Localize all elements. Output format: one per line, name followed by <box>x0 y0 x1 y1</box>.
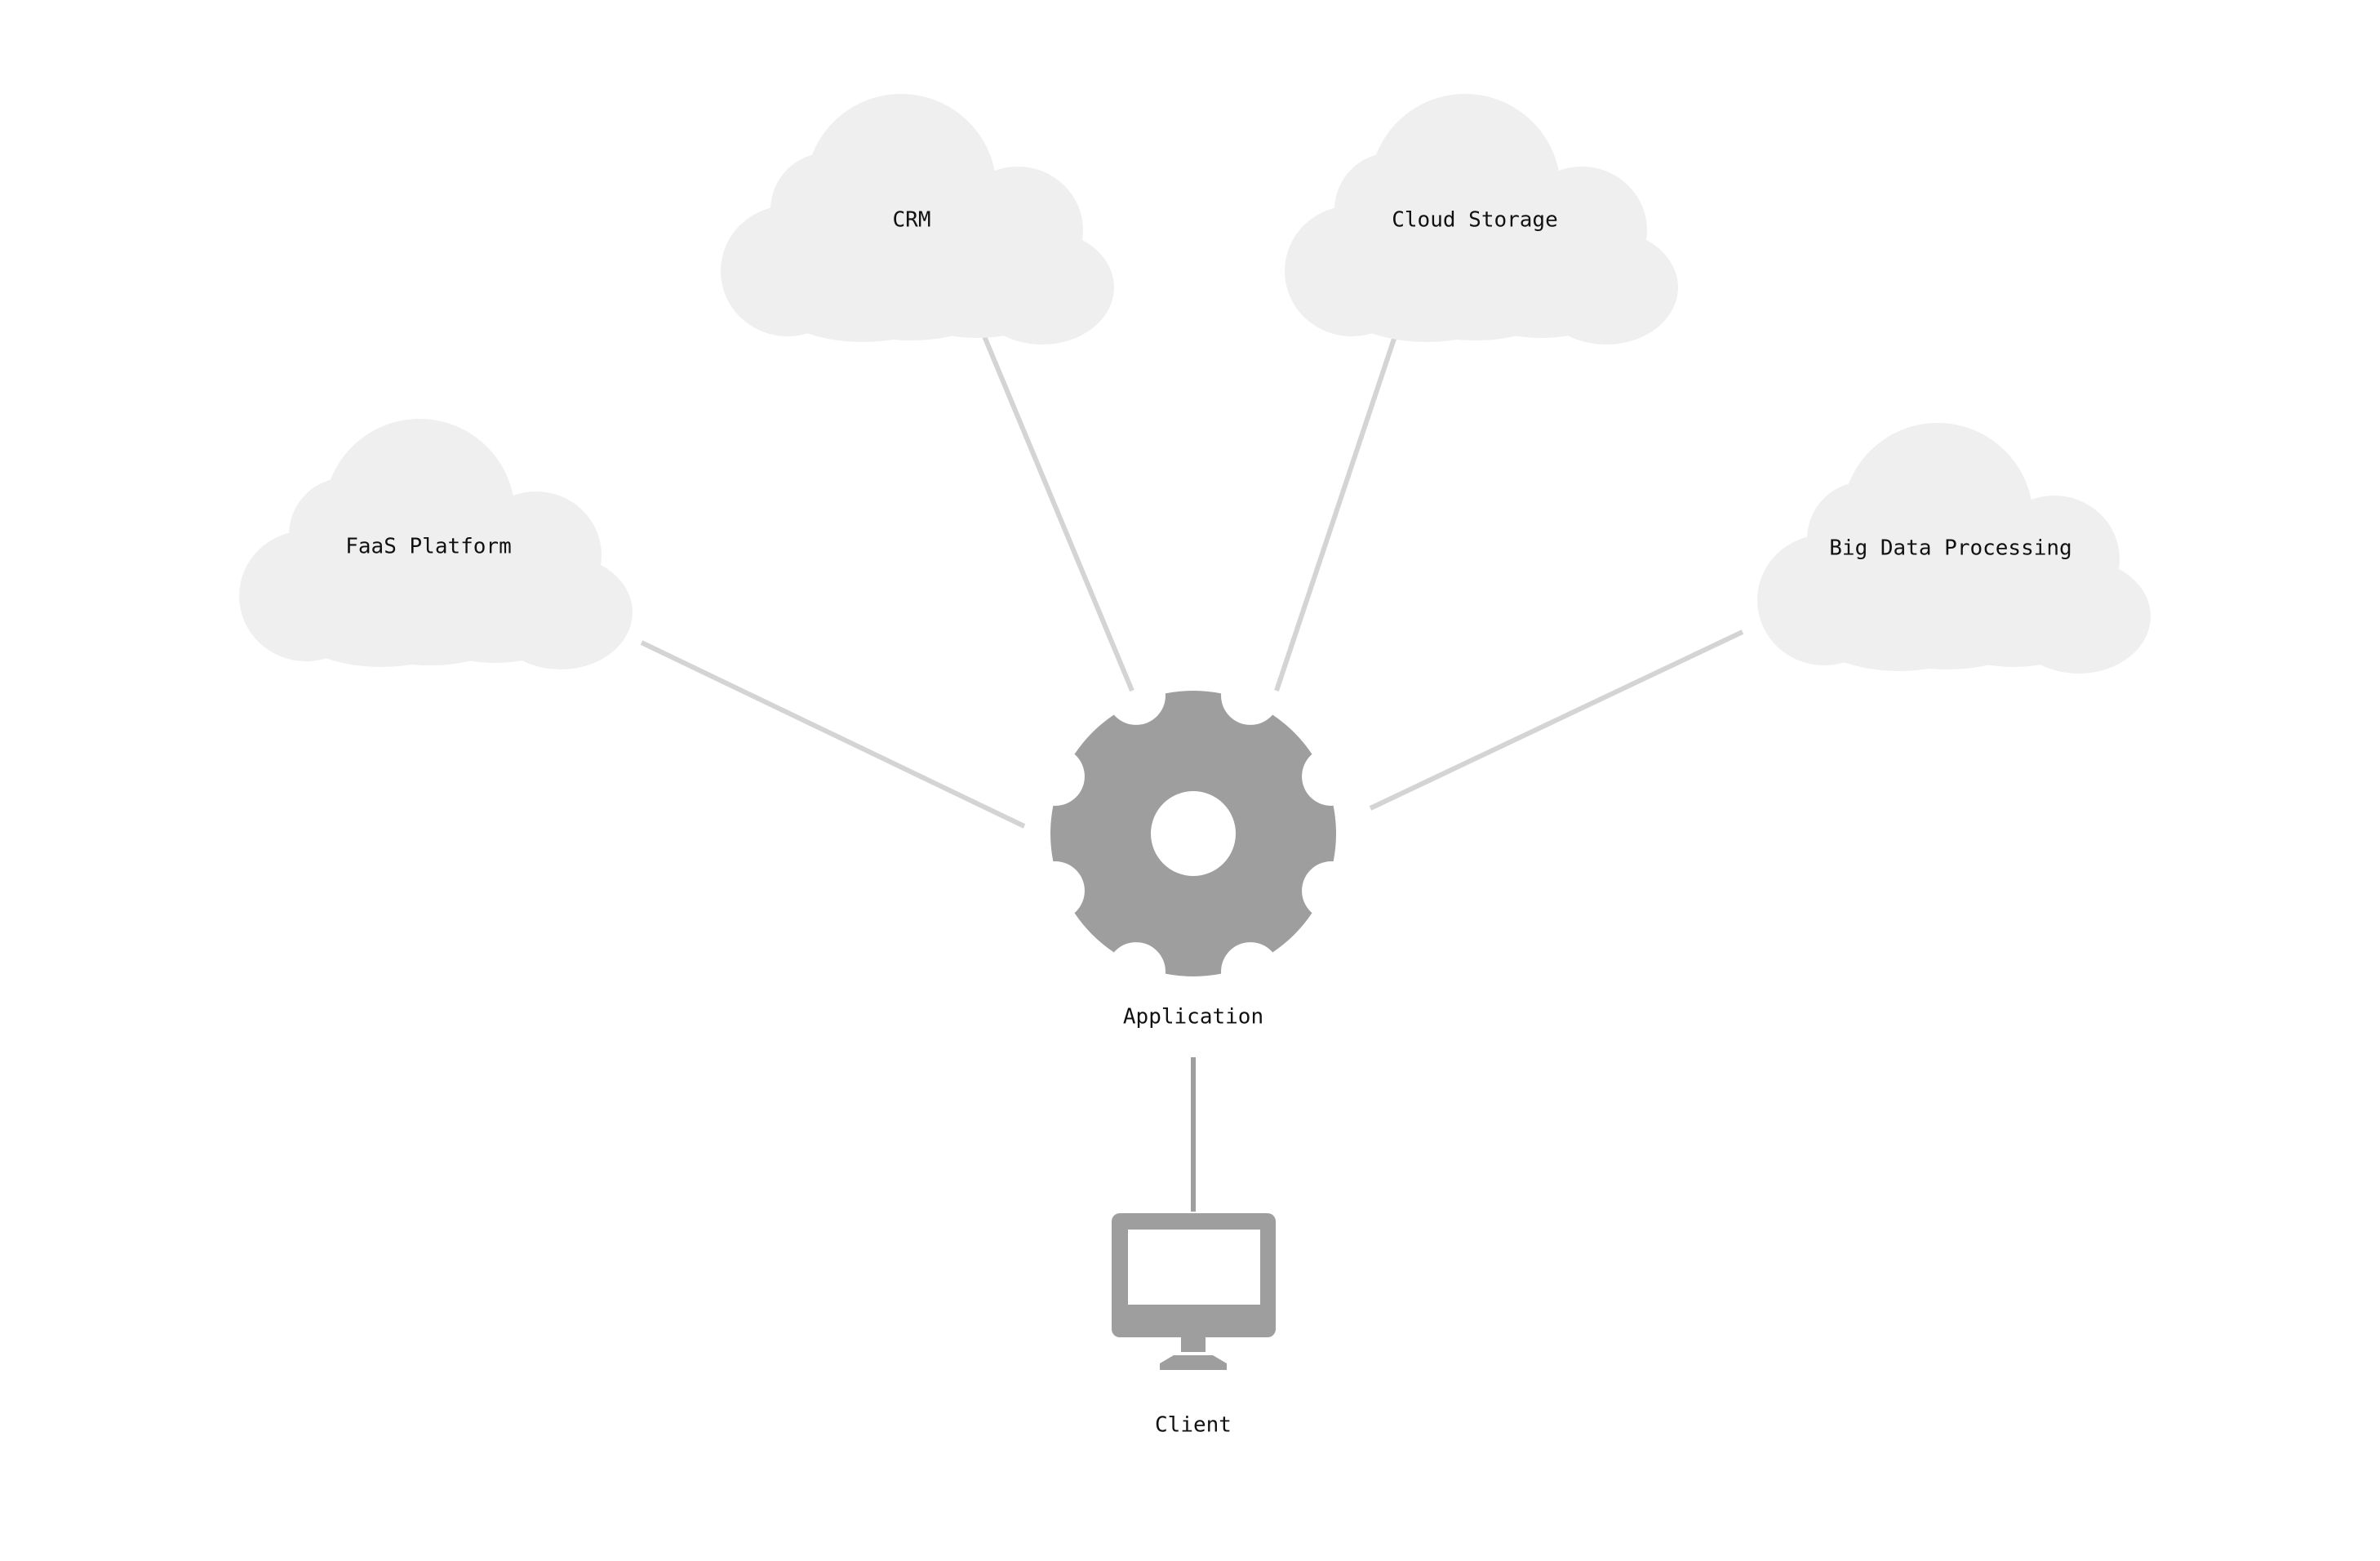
node-label: Cloud Storage <box>1392 208 1558 233</box>
monitor-icon <box>1112 1213 1276 1370</box>
node-cloud-storage[interactable]: Cloud Storage <box>1285 94 1678 345</box>
edge-storage-application <box>1274 316 1404 692</box>
gear-icon <box>1050 691 1336 976</box>
node-label: Client <box>1155 1413 1232 1438</box>
node-label: FaaS Platform <box>345 535 512 559</box>
node-client[interactable]: Client <box>1112 1213 1276 1438</box>
node-label: Big Data Processing <box>1829 536 2071 561</box>
edge-crm-application <box>978 325 1134 692</box>
node-application[interactable]: Application <box>1050 691 1336 1030</box>
node-label: Application <box>1123 1005 1263 1030</box>
node-label: CRM <box>893 208 931 233</box>
node-faas-platform[interactable]: FaaS Platform <box>239 419 633 669</box>
edge-faas-application <box>640 640 1026 829</box>
node-crm[interactable]: CRM <box>721 94 1114 345</box>
edge-bigdata-application <box>1369 629 1744 811</box>
node-big-data-processing[interactable]: Big Data Processing <box>1757 423 2151 674</box>
